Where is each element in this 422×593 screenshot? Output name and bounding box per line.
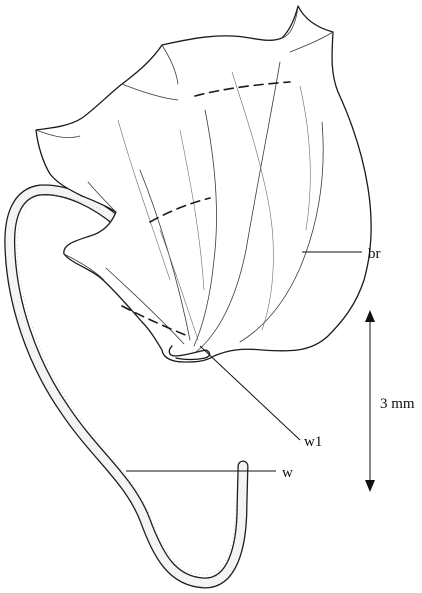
label-br: br	[368, 246, 381, 262]
w1-leader-line	[200, 346, 300, 440]
brood-pouch	[36, 6, 371, 362]
label-w1: w1	[304, 434, 322, 450]
label-w: w	[282, 465, 293, 481]
label-scale: 3 mm	[380, 396, 415, 412]
scale-bar	[365, 310, 375, 492]
